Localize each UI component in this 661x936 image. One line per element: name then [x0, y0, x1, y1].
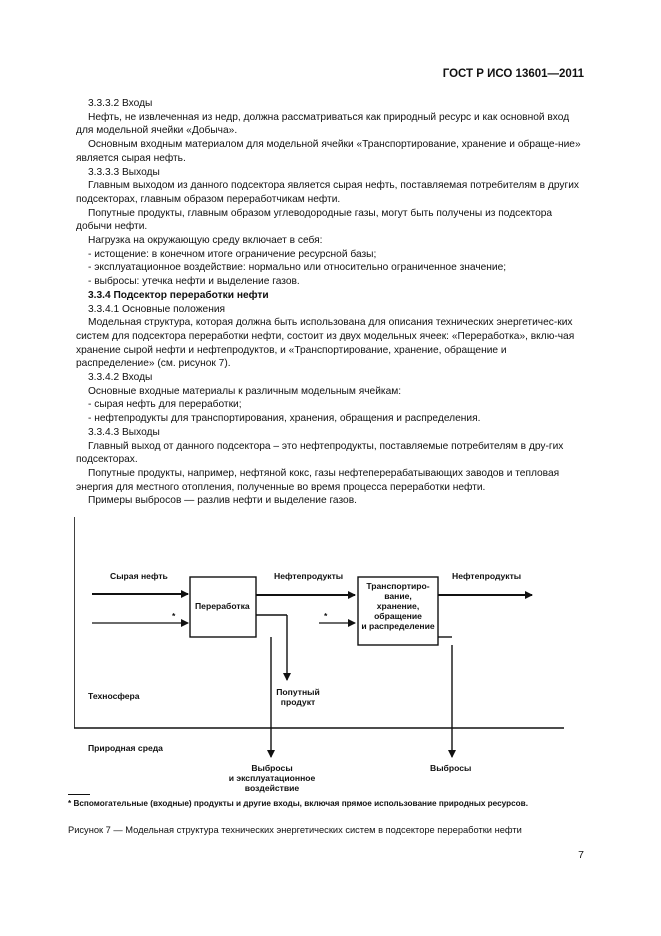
model-structure-diagram: Сырая нефть Нефтепродукты Нефтепродукты …: [74, 515, 584, 815]
paragraph: Нефть, не извлеченная из недр, должна ра…: [76, 111, 570, 137]
products-label-2: Нефтепродукты: [452, 571, 522, 581]
footnote: * Вспомогательные (входные) продукты и д…: [68, 799, 528, 808]
paragraph: Примеры выбросов — разлив нефти и выделе…: [88, 495, 357, 507]
byproduct-label: Попутный продукт: [276, 687, 320, 707]
transport-box-label: Транспортиро- вание, хранение, обращение…: [361, 581, 435, 631]
emissions-impact-label: Выбросы и эксплуатационное воздействие: [228, 763, 316, 793]
figure-caption: Рисунок 7 — Модельная структура техничес…: [68, 825, 522, 835]
section-heading: 3.3.4.1 Основные положения: [88, 303, 226, 315]
section-heading: 3.3.3.3 Выходы: [88, 166, 160, 178]
footnote-rule: [68, 794, 90, 795]
emissions-label: Выбросы: [430, 763, 472, 773]
body-text: 3.3.3.2 Входы Нефть, не извлеченная из н…: [76, 97, 584, 508]
page-number: 7: [578, 849, 584, 861]
processing-box-label: Переработка: [195, 601, 250, 611]
aux-asterisk-2: *: [324, 611, 328, 621]
technosphere-label: Техносфера: [88, 691, 140, 701]
paragraph: Модельная структура, которая должна быть…: [76, 317, 575, 370]
list-item: - сырая нефть для переработки;: [88, 399, 242, 411]
paragraph: Попутные продукты, например, нефтяной ко…: [76, 467, 560, 493]
paragraph: Нагрузка на окружающую среду включает в …: [88, 235, 323, 247]
paragraph: Основные входные материалы к различным м…: [88, 385, 402, 397]
nature-label: Природная среда: [88, 743, 163, 753]
list-item: - нефтепродукты для транспортирования, х…: [88, 413, 481, 425]
section-heading: 3.3.4.3 Выходы: [88, 426, 160, 438]
products-label-1: Нефтепродукты: [274, 571, 344, 581]
crude-oil-label: Сырая нефть: [110, 571, 168, 581]
list-item: - выбросы: утечка нефти и выделение газо…: [88, 276, 300, 288]
processing-box: [189, 576, 257, 638]
paragraph: Главный выход от данного подсектора – эт…: [76, 440, 564, 466]
list-item: - истощение: в конечном итоге ограничени…: [88, 248, 377, 260]
section-heading: 3.3.4.2 Входы: [88, 372, 153, 384]
diagram-lines: [74, 517, 564, 758]
paragraph: Попутные продукты, главным образом углев…: [76, 207, 553, 233]
transport-box: [357, 576, 439, 646]
section-heading: 3.3.3.2 Входы: [88, 98, 153, 109]
paragraph: Основным входным материалом для модельно…: [76, 139, 581, 164]
aux-asterisk-1: *: [172, 611, 176, 621]
document-code: ГОСТ Р ИСО 13601—2011: [442, 68, 584, 80]
section-heading: 3.3.4 Подсектор переработки нефти: [88, 289, 269, 301]
list-item: - эксплуатационное воздействие: нормальн…: [88, 262, 507, 274]
paragraph: Главным выходом из данного подсектора яв…: [76, 180, 580, 205]
